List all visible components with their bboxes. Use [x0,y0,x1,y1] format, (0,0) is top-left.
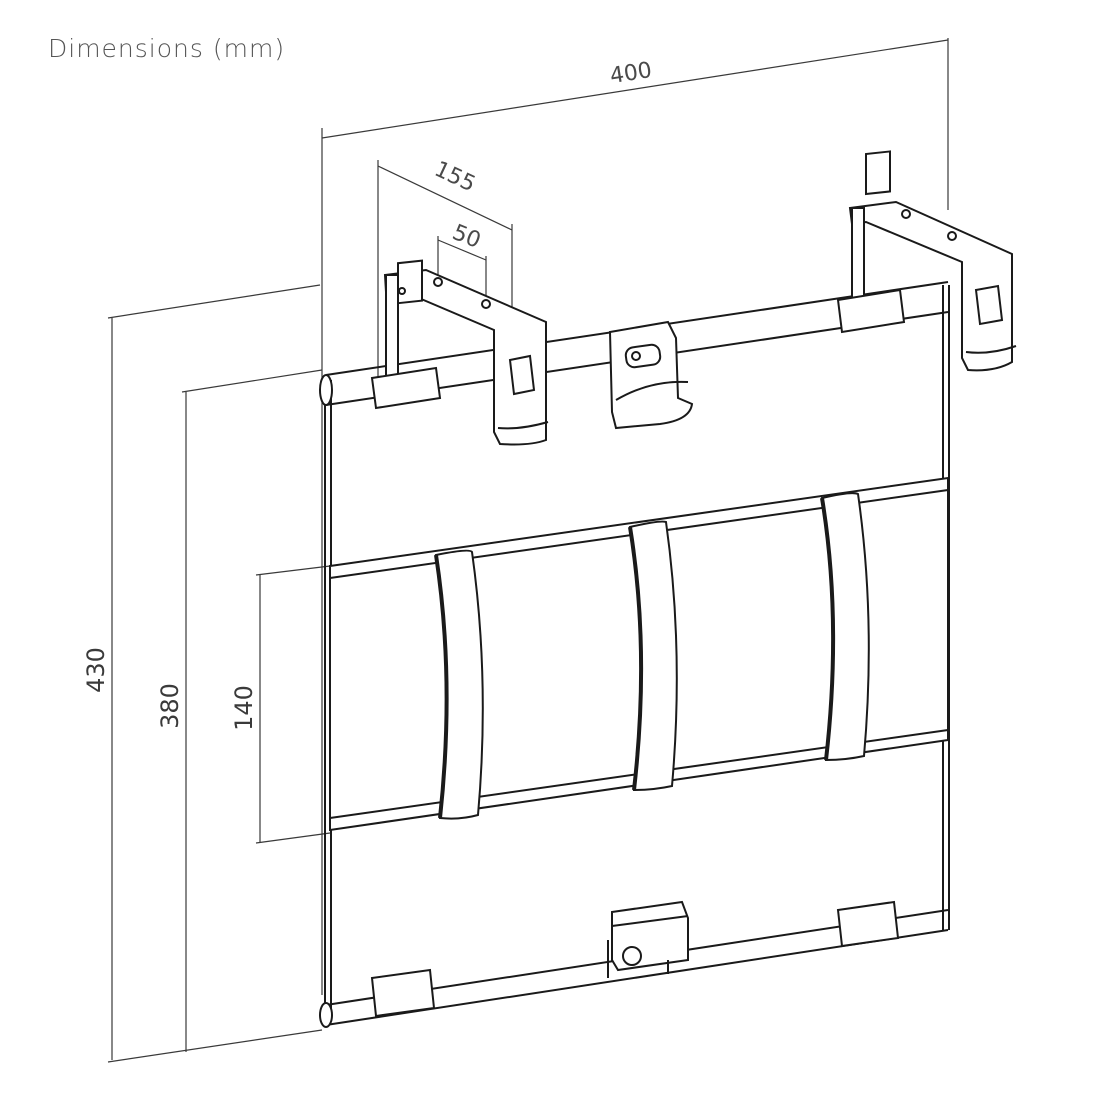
dim-155-label: 155 [430,157,479,197]
panel-clamp-middle [628,520,678,792]
dim-380-label: 380 [156,683,184,729]
top-center-clip [608,320,694,430]
panel-clamp-right [820,492,870,762]
dimension-140: 140 [230,565,331,844]
dim-140-label: 140 [230,685,258,731]
right-wall-bracket [836,150,1017,372]
bottom-crossbar [319,900,949,1028]
bottom-lock-bracket [607,900,689,978]
left-wall-bracket [370,259,549,446]
panel-clamp-left [434,549,484,820]
dimension-380: 380 [156,369,323,1052]
dim-430-label: 430 [82,647,110,693]
diagram-title: Dimensions (mm) [48,34,286,63]
dim-400-label: 400 [608,58,653,89]
dim-50-label: 50 [449,220,484,254]
dimension-430: 430 [82,284,323,1063]
